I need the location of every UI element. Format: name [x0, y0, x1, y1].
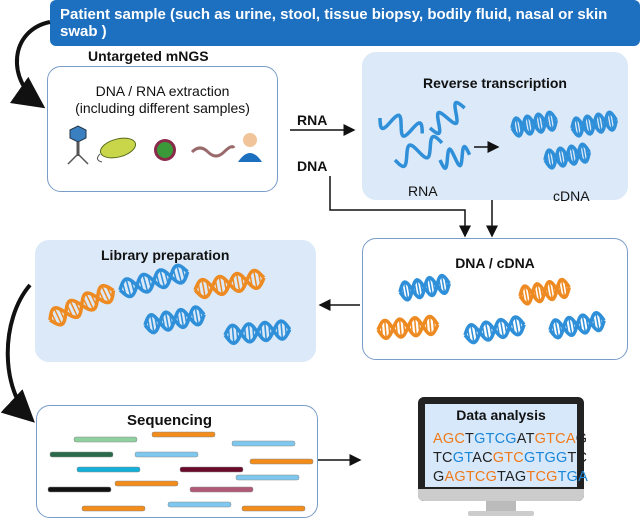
curved-arrow-bottom — [0, 283, 35, 423]
sequence-segment: G — [433, 469, 445, 485]
sequencing-read — [114, 480, 179, 487]
dna-helix — [378, 113, 425, 138]
dna-helix — [223, 319, 292, 346]
dna-helix — [570, 110, 619, 138]
sequence-segment: TGA — [557, 469, 589, 485]
dna-helix — [428, 100, 466, 136]
rt-rna-label: RNA — [408, 183, 438, 199]
sequence-segment: G — [575, 431, 588, 447]
extraction-line1: DNA / RNA extraction — [95, 83, 230, 99]
sequencing-read — [241, 505, 306, 512]
sequence-segment: AGC — [433, 431, 466, 447]
extraction-line2: (including different samples) — [75, 100, 250, 116]
bacterium-icon — [96, 137, 137, 163]
sequencing-read — [47, 486, 112, 493]
banner-text: Patient sample (such as urine, stool, ti… — [60, 6, 608, 40]
dna-helix — [518, 277, 571, 306]
sequencing-read — [151, 431, 216, 438]
rna-arrow-label: RNA — [297, 112, 328, 128]
dna-helix — [376, 314, 440, 341]
sequencing-read — [231, 440, 296, 447]
patient-sample-banner: Patient sample (such as urine, stool, ti… — [50, 0, 640, 46]
sequence-segment: AT — [516, 431, 535, 447]
sequencing-read — [167, 501, 232, 508]
monitor-chin — [418, 489, 584, 501]
extraction-box: DNA / RNA extraction (including differen… — [47, 66, 278, 192]
sequence-segment: TC — [433, 450, 453, 466]
data-analysis-title: Data analysis — [456, 407, 546, 423]
dna-helix — [193, 268, 266, 300]
dna-helix — [548, 310, 606, 340]
sequence-segment: GTC — [492, 450, 524, 466]
bacteriophage-icon — [67, 125, 89, 165]
dna-arrow-label: DNA — [297, 158, 328, 174]
sequence-segment: T — [465, 431, 475, 447]
dna-helix — [543, 142, 592, 170]
sequencing-read — [179, 466, 244, 473]
sequencing-read — [249, 458, 314, 465]
monitor-base — [468, 511, 534, 516]
dna-helix — [143, 305, 206, 335]
dna-helix — [118, 263, 190, 299]
dna-helix — [48, 283, 116, 327]
sequencing-read — [235, 474, 300, 481]
sequence-line: TCGTACGTCGTGGTC — [433, 449, 588, 468]
sequencing-title: Sequencing — [127, 412, 213, 429]
virus-icon — [154, 139, 176, 161]
library-preparation-box: Library preparation — [35, 240, 316, 362]
sequence-segment: AGTCG — [444, 469, 498, 485]
sequence-segment: GTGG — [523, 450, 568, 466]
sequencing-read — [76, 466, 141, 473]
sequence-segment: GT — [452, 450, 473, 466]
sequence-line: AGCTGTCGATGTCAG — [433, 430, 588, 449]
sequence-segment: AC — [472, 450, 493, 466]
dna-helix — [438, 144, 472, 171]
dna-cdna-title: DNA / cDNA — [455, 255, 535, 271]
curved-arrow-top — [9, 20, 51, 109]
dna-helix — [393, 134, 444, 169]
rt-cdna-label: cDNA — [553, 188, 590, 204]
dna-helix — [398, 273, 451, 302]
dna-helix — [463, 315, 526, 345]
sequence-line: GAGTCGTAGTCGTGA — [433, 468, 588, 487]
library-title: Library preparation — [101, 247, 230, 263]
monitor-stand — [486, 501, 516, 513]
dna-arrow — [329, 176, 471, 238]
sequence-segment: GTCA — [534, 431, 576, 447]
human-icon — [238, 133, 262, 162]
sequence-segment: TC — [567, 450, 588, 466]
sequencing-read — [189, 486, 254, 493]
worm-icon — [190, 145, 236, 158]
reverse-transcription-box: Reverse transcription RNA cDNA — [362, 52, 628, 204]
sequencing-read — [49, 451, 114, 458]
dna-cdna-box: DNA / cDNA — [362, 238, 628, 360]
untargeted-mngs-heading: Untargeted mNGS — [88, 48, 209, 64]
sequencing-read — [73, 436, 138, 443]
sequence-segment: TCG — [526, 469, 558, 485]
sequencing-read — [81, 505, 146, 512]
sequence-segment: TAG — [497, 469, 527, 485]
sequence-segment: GTCG — [474, 431, 517, 447]
sequencing-box: Sequencing — [36, 405, 318, 518]
rt-title: Reverse transcription — [423, 75, 567, 91]
sequencing-read — [134, 451, 199, 458]
dna-helix — [510, 110, 559, 138]
